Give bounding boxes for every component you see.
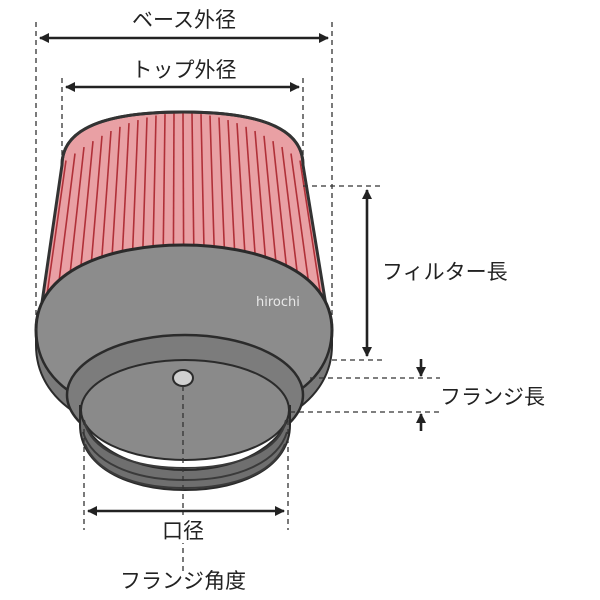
filter-base [34, 243, 334, 492]
flange-ribs [82, 419, 288, 490]
flange-length-label: フランジ長 [440, 385, 545, 409]
inlet-diameter-label: 口径 [162, 519, 204, 543]
filter-top-rim [60, 110, 305, 166]
filter-length-label: フィルター長 [382, 260, 508, 284]
dimension-arrows [39, 33, 426, 516]
flange-angle-label: フランジ角度 [120, 569, 246, 593]
center-bolt [172, 369, 194, 387]
base-outer-diameter-label: ベース外径 [132, 8, 236, 32]
flange-inner-ring [80, 359, 290, 461]
watermark: hirochi [256, 295, 300, 310]
extension-lines [35, 22, 440, 572]
top-outer-diameter-label: トップ外径 [132, 58, 237, 82]
